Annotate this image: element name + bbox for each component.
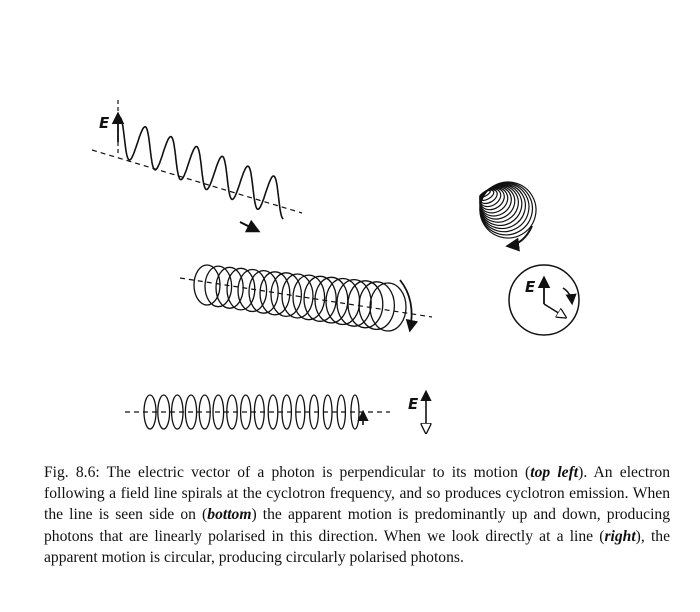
side-helix-loop <box>198 394 211 430</box>
side-helix-loop <box>239 394 252 430</box>
wave-axis-line <box>91 149 303 214</box>
side-helix-loop <box>157 394 171 430</box>
side-helix-loop <box>212 394 225 430</box>
propagation-arrow <box>239 219 261 233</box>
helix-loop <box>270 272 303 318</box>
e-label-dial: E <box>525 278 536 296</box>
side-helix-loop <box>267 394 279 430</box>
side-helix-loop <box>226 394 238 430</box>
helix-endon-diagram <box>479 181 537 252</box>
caption-right: right <box>604 527 636 545</box>
helix-loop <box>204 265 233 308</box>
side-helix-loop <box>322 394 333 430</box>
e-label-side: E <box>408 395 419 413</box>
helix-loop <box>336 278 372 327</box>
helix-oblique-diagram <box>179 264 433 333</box>
caption-top-left: top left <box>530 464 579 481</box>
helix-loop <box>303 275 337 322</box>
helix-end-arrow <box>399 279 419 333</box>
cone-loop <box>479 189 491 199</box>
side-helix-loop <box>184 394 198 430</box>
side-helix-loop <box>143 394 157 430</box>
helix-side-diagram: E <box>125 389 426 432</box>
side-helix-loop <box>336 394 347 430</box>
dial-rotation-arrow <box>562 287 577 306</box>
helix-axis-line <box>179 277 433 318</box>
helix-loop <box>292 274 326 321</box>
helix-loop <box>248 269 279 314</box>
e-label-wave: E <box>99 114 110 132</box>
dial-diagonal-vector <box>543 303 565 317</box>
cone-rotation-arrow <box>505 225 533 252</box>
caption-bottom: bottom <box>207 506 252 524</box>
side-helix-loop <box>308 394 320 430</box>
photon-wave <box>119 116 284 220</box>
figure-caption: Fig. 8.6: The electric vector of a photo… <box>44 464 671 566</box>
helix-loop <box>347 280 384 329</box>
circular-polarisation-dial: E <box>508 264 580 336</box>
side-helix-loop <box>281 394 293 430</box>
side-helix-loop <box>170 394 184 430</box>
photon-wave-diagram: E <box>91 100 303 233</box>
side-helix-loop <box>295 394 306 430</box>
helix-loop <box>281 273 314 319</box>
helix-loop <box>237 268 268 313</box>
dial-circle <box>508 264 580 336</box>
helix-loop <box>259 271 291 316</box>
helix-loop <box>193 264 221 306</box>
side-helix-loop <box>253 394 265 430</box>
cyclotron-figure: E E E <box>91 100 580 455</box>
